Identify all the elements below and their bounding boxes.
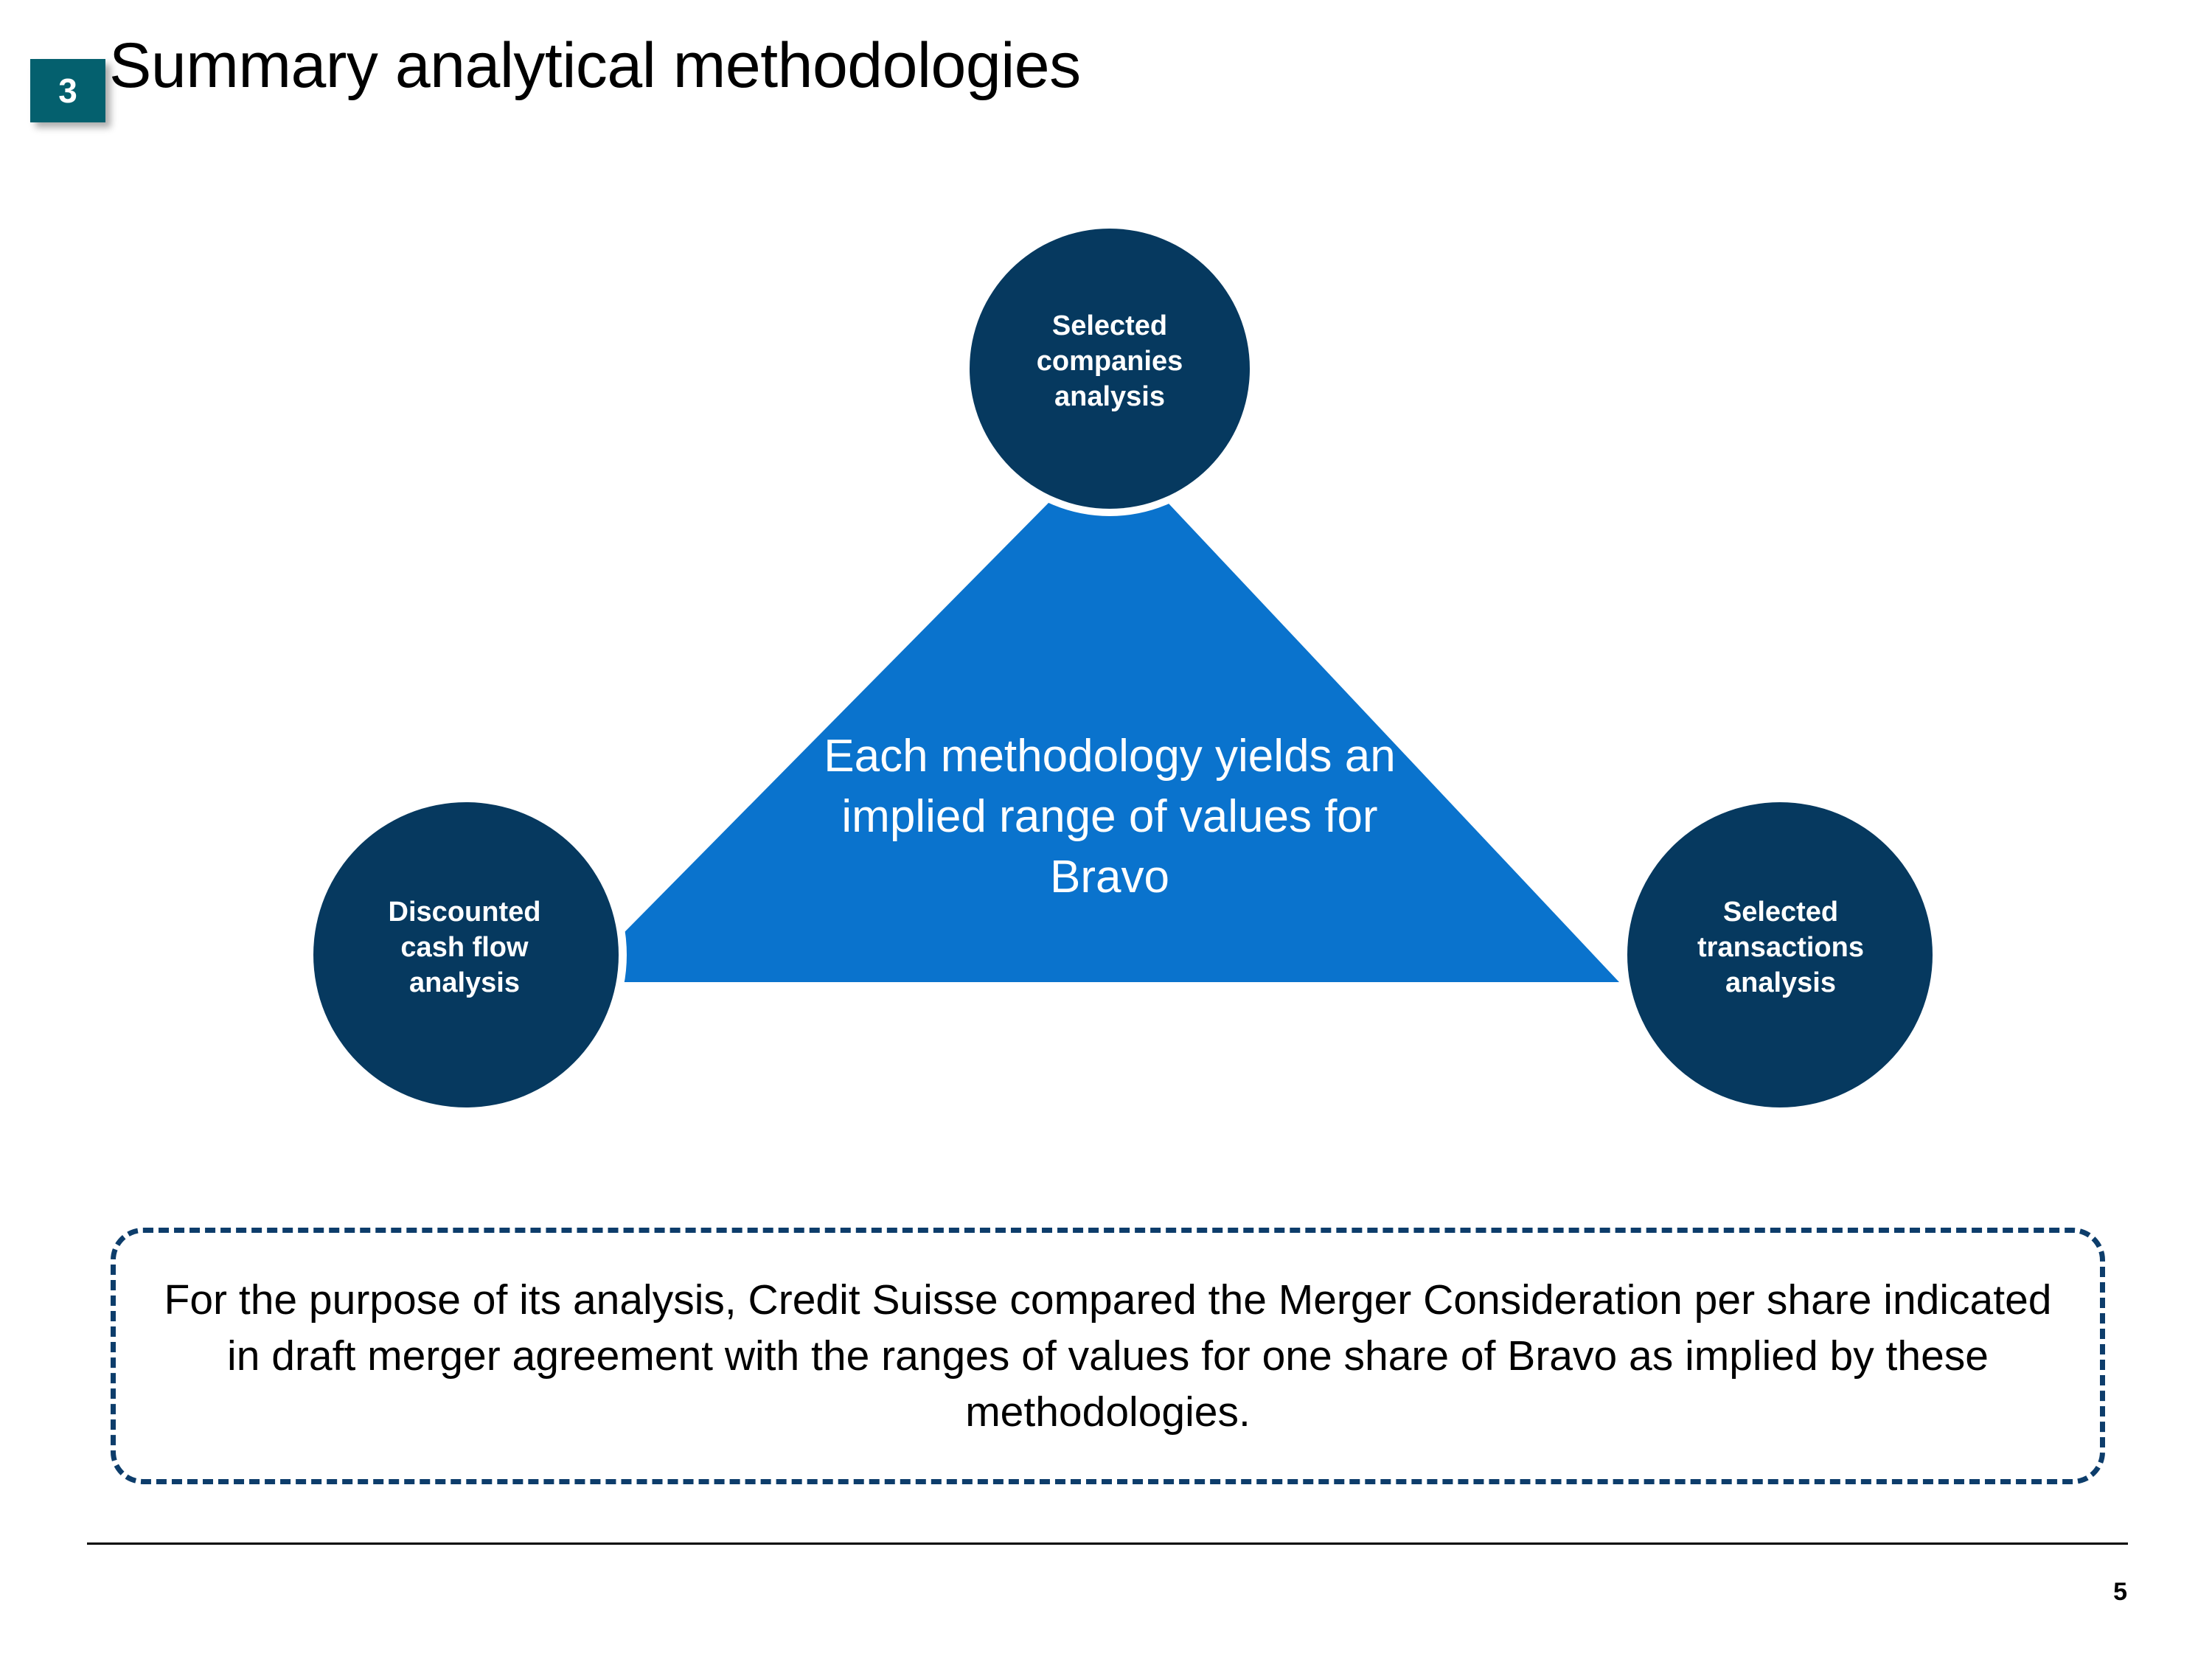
diagram-graphics — [313, 229, 1933, 1107]
methodologies-diagram: Each methodology yields an implied range… — [313, 229, 1933, 1107]
node-selected-companies[interactable] — [970, 229, 1250, 509]
footer-divider — [87, 1543, 2128, 1545]
callout-text: For the purpose of its analysis, Credit … — [164, 1276, 2052, 1436]
node-discounted-cash-flow[interactable] — [313, 802, 619, 1107]
page-number: 5 — [2113, 1578, 2127, 1606]
slide-header: 3 Summary analytical methodologies — [0, 0, 2212, 147]
triangle-shape — [575, 441, 1619, 982]
section-number-badge: 3 — [30, 59, 105, 122]
page-title: Summary analytical methodologies — [109, 30, 1081, 101]
callout-box: For the purpose of its analysis, Credit … — [111, 1228, 2105, 1484]
node-selected-transactions[interactable] — [1627, 802, 1933, 1107]
